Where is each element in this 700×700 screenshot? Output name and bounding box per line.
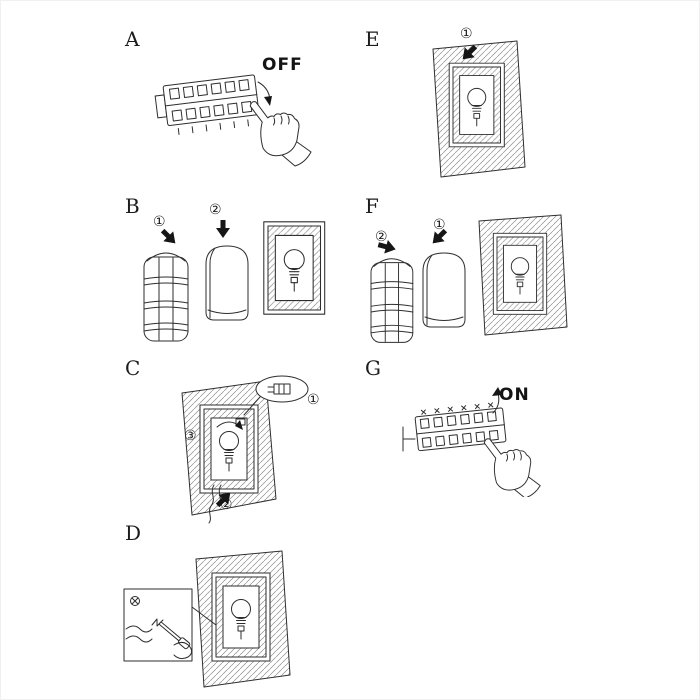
on-arrow-icon xyxy=(492,387,502,414)
step2-arrow-icon xyxy=(215,492,231,508)
screw-icon xyxy=(130,596,140,606)
bulb-icon xyxy=(231,599,251,619)
step1-arrow-icon xyxy=(160,228,176,244)
wall-fixture xyxy=(492,232,548,315)
panel-g-illustration xyxy=(402,387,541,497)
off-arrow-icon xyxy=(257,81,272,106)
panel-b-step-2: ② xyxy=(209,202,222,218)
off-caption: OFF xyxy=(262,55,303,75)
on-caption: ON xyxy=(499,385,530,405)
step1-arrow-icon xyxy=(432,228,448,244)
panel-c-illustration xyxy=(181,375,309,524)
panel-e-illustration xyxy=(432,40,526,178)
panel-f-step-2: ② xyxy=(375,229,388,245)
panel-b-illustration xyxy=(143,220,326,342)
diffuser-cover xyxy=(205,245,249,321)
panel-f-illustration xyxy=(370,214,568,343)
panel-f-label: F xyxy=(365,194,379,218)
panel-a-label: A xyxy=(125,27,140,51)
wire-guard xyxy=(370,258,414,343)
panel-d-illustration xyxy=(123,550,291,688)
panel-c-label: C xyxy=(125,356,141,380)
breaker-strip xyxy=(154,74,260,135)
wire-guard xyxy=(143,252,189,342)
insert-arrow-icon xyxy=(462,44,478,60)
hand-icon xyxy=(483,438,541,497)
wires xyxy=(125,625,153,643)
wall-fixture xyxy=(448,62,505,148)
panel-d-label: D xyxy=(125,521,142,545)
panel-e-step-1: ① xyxy=(460,26,473,42)
bulb-icon xyxy=(219,431,239,451)
hand-icon xyxy=(249,101,312,167)
panel-c-step-1: ① xyxy=(307,392,320,408)
mounting-rail xyxy=(402,426,416,452)
panel-a-illustration xyxy=(154,74,312,167)
bulb-icon xyxy=(467,87,487,107)
step2-arrow-icon xyxy=(216,220,230,238)
panel-b-label: B xyxy=(125,194,140,218)
inset-leader-line xyxy=(191,606,217,626)
panel-b-step-1: ① xyxy=(153,214,166,230)
step2-arrow-icon xyxy=(377,239,396,254)
panel-e-label: E xyxy=(365,27,380,51)
wall-fixture xyxy=(199,404,259,494)
rotate-arrow-icon xyxy=(216,420,243,430)
hand-icon xyxy=(173,641,193,660)
bulb-icon xyxy=(510,257,530,276)
wiring-detail-inset xyxy=(123,588,193,662)
panel-f-step-1: ① xyxy=(433,217,446,233)
wall-fixture xyxy=(211,572,271,662)
diffuser-cover xyxy=(422,252,466,328)
connector-detail-ellipse xyxy=(243,375,309,416)
panel-g-label: G xyxy=(365,356,381,380)
wall-fixture xyxy=(263,221,326,315)
bulb-icon xyxy=(283,249,305,271)
